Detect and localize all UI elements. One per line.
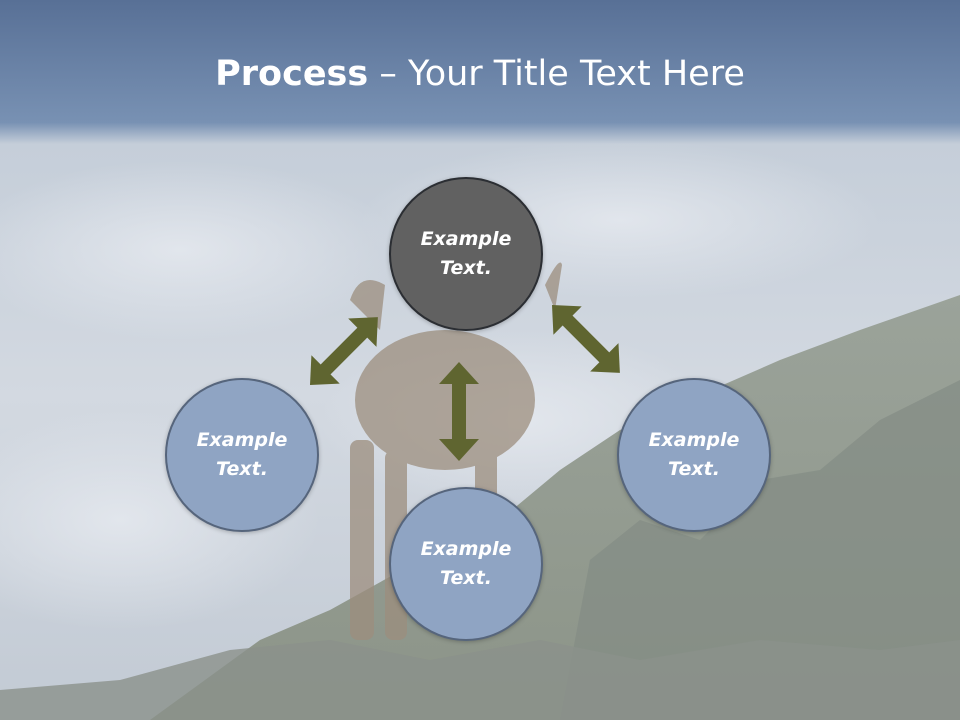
node-right-line2: Text.	[668, 458, 720, 480]
mountain-rock	[560, 380, 960, 720]
slide-title: Process – Your Title Text Here	[0, 48, 960, 100]
node-left-line1: Example	[196, 429, 288, 451]
node-top-line2: Text.	[440, 257, 492, 279]
node-left-line2: Text.	[216, 458, 268, 480]
node-right-line1: Example	[648, 429, 740, 451]
cloud	[0, 160, 400, 340]
mountain-foreground	[0, 640, 960, 720]
node-top-line1: Example	[420, 228, 512, 250]
title-bold: Process	[215, 54, 369, 94]
title-rest: – Your Title Text Here	[368, 54, 745, 94]
node-bottom-line2: Text.	[440, 567, 492, 589]
node-bottom-line1: Example	[420, 538, 512, 560]
